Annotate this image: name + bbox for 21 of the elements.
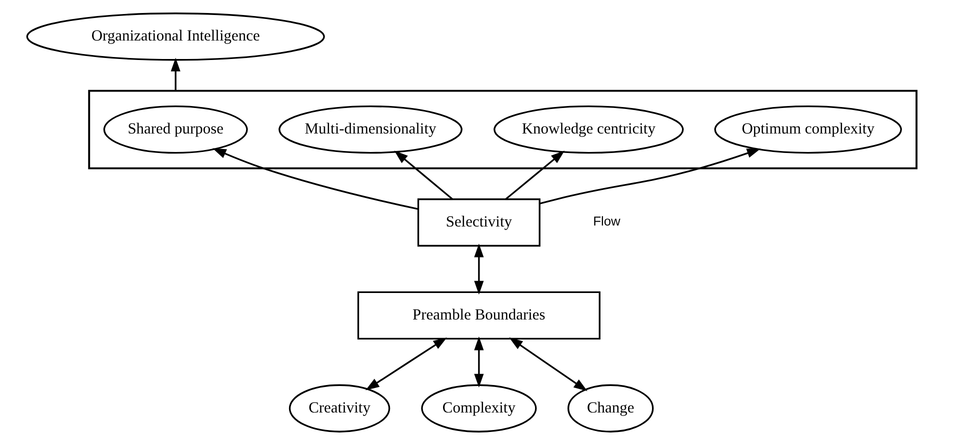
arrow <box>474 336 484 388</box>
label: Flow <box>592 214 620 229</box>
node-ellipse: Organizational Intelligence <box>26 12 324 61</box>
node-ellipse: Change <box>566 384 654 432</box>
arrow <box>508 337 587 392</box>
cluster <box>88 90 917 170</box>
arrow <box>504 150 564 200</box>
arrow <box>394 150 452 200</box>
arrow <box>365 337 446 390</box>
arrow <box>474 244 484 295</box>
node-ellipse: Optimum complexity <box>714 106 902 154</box>
node-ellipse: Multi-dimensionality <box>278 106 462 154</box>
node-ellipse: Knowledge centricity <box>493 106 684 154</box>
arrow <box>212 148 418 210</box>
node-ellipse: Complexity <box>420 384 536 432</box>
arrow <box>539 148 760 204</box>
node-ellipse: Shared purpose <box>102 106 248 154</box>
node-box: Selectivity <box>416 198 540 247</box>
arrow <box>170 58 180 91</box>
node-box: Preamble Boundaries <box>356 291 600 340</box>
node-ellipse: Creativity <box>288 384 390 432</box>
